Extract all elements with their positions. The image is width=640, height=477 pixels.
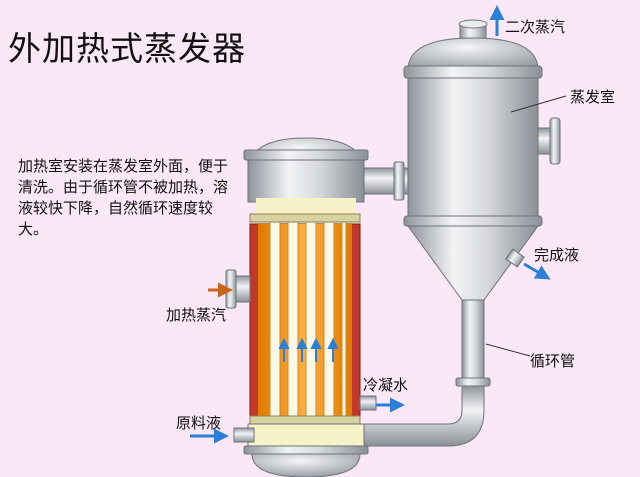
- upflow-arrows: [278, 337, 339, 362]
- evaporation-chamber-dome: [407, 37, 539, 71]
- label-feed-liquid: 原料液: [176, 414, 222, 432]
- feed-inlet-nozzle: [233, 427, 255, 443]
- completed-liquid-arrow: [523, 262, 551, 280]
- evaporation-chamber-leader: [510, 95, 567, 113]
- heating-chamber-bottom-dome: [251, 453, 361, 477]
- product-outlet-nozzle: [505, 248, 525, 268]
- label-secondary-steam: 二次蒸汽: [505, 18, 566, 36]
- label-condensate: 冷凝水: [363, 376, 409, 394]
- circulation-pipe-leader: [485, 343, 531, 357]
- vapor-connection-pipe: [355, 161, 409, 201]
- evaporation-chamber-body: [407, 77, 539, 221]
- description-text: 加热室安装在蒸发室外面，便于清洗。由于循环管不被加热，溶液较快下降，自然循环速度…: [18, 157, 229, 238]
- evaporation-chamber-flange: [403, 65, 543, 79]
- upper-tube-plate: [249, 213, 361, 223]
- lower-tube-plate: [249, 415, 361, 425]
- heating-chamber-top-head: [247, 159, 365, 203]
- evaporation-chamber-manway: [537, 117, 561, 165]
- label-evaporation-chamber: 蒸发室: [570, 88, 616, 106]
- heating-chamber-top-flange: [243, 149, 369, 161]
- label-completed-liquid: 完成液: [534, 246, 580, 264]
- label-circulation-pipe: 循环管: [530, 352, 576, 370]
- page-title: 外加热式蒸发器: [8, 29, 246, 68]
- circulation-pipe: [339, 299, 491, 447]
- condensate-nozzle: [359, 395, 377, 411]
- heating-chamber-bottom-flange: [243, 445, 369, 455]
- evaporation-chamber-lower-flange: [403, 215, 543, 227]
- label-heating-steam: 加热蒸汽: [166, 306, 227, 324]
